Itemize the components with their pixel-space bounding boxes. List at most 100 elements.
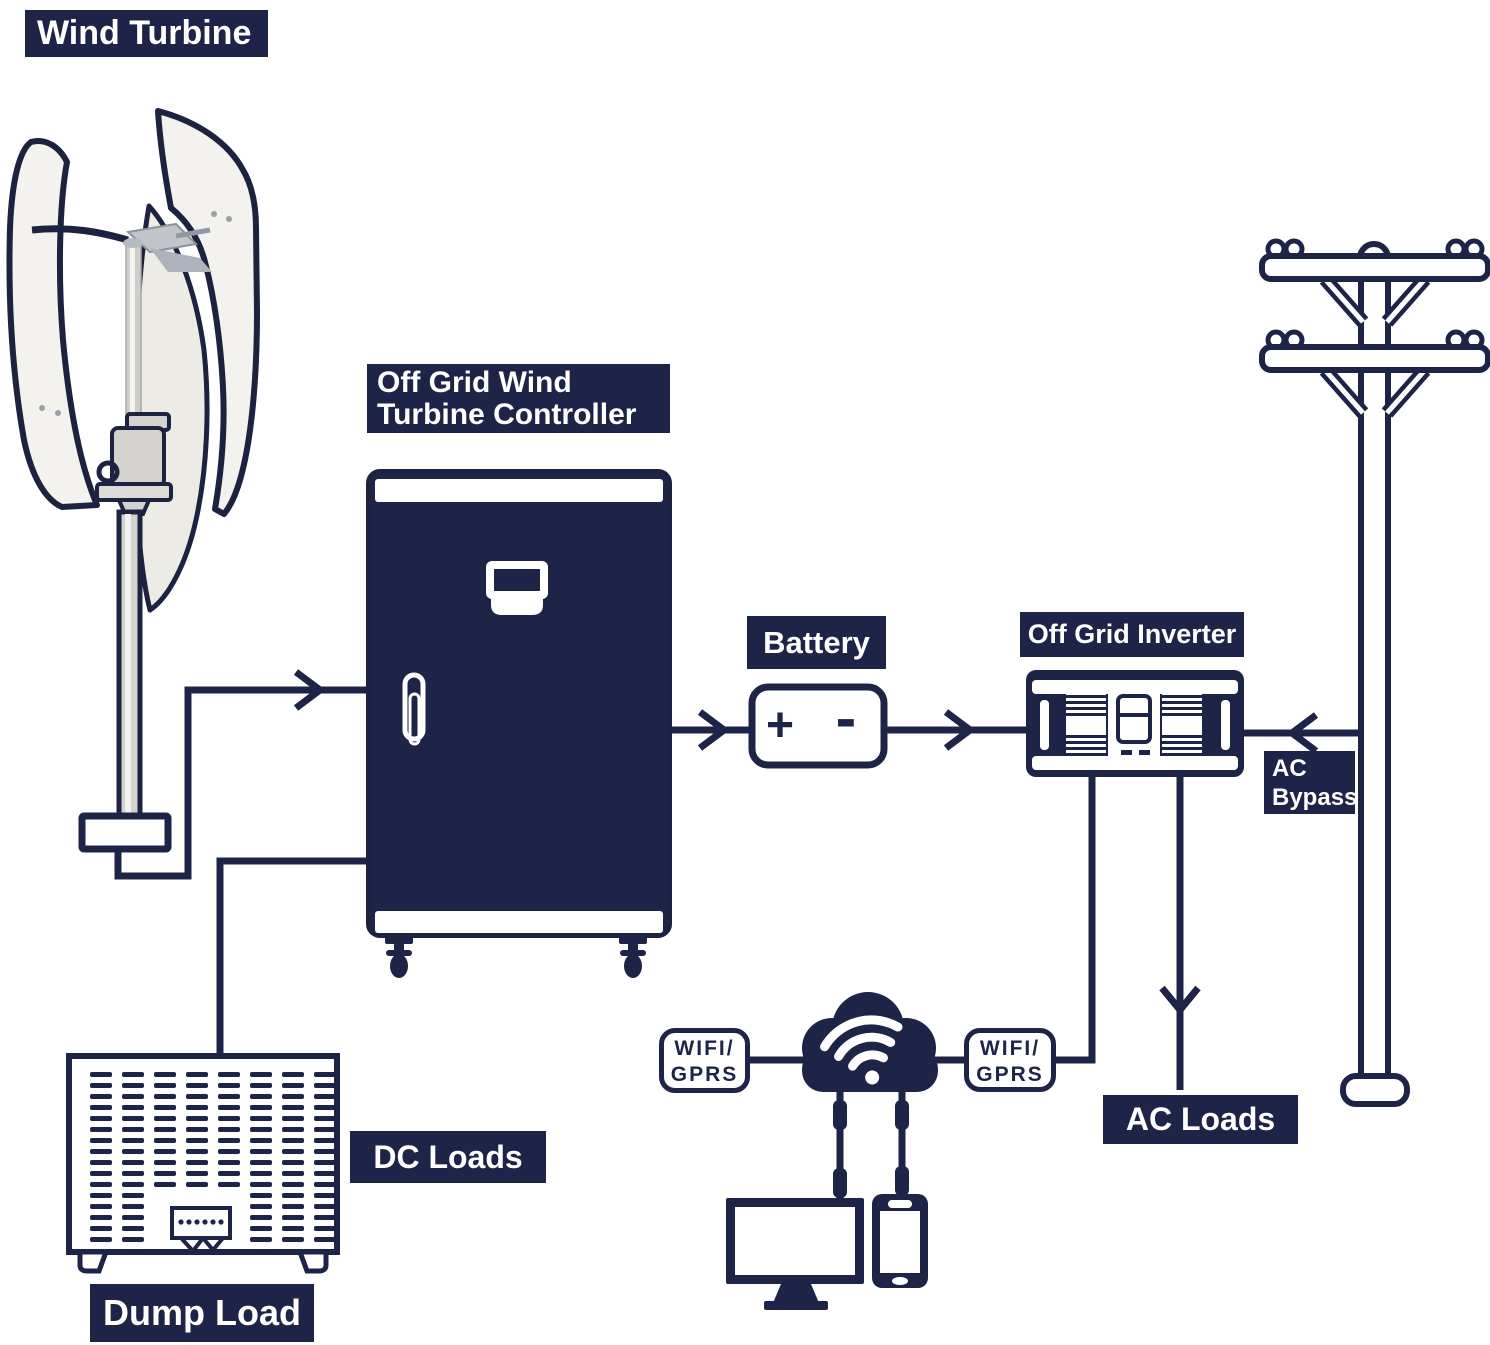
heatsink-stripe [1066,695,1106,698]
heatsink-stripe [1162,753,1202,756]
vent-slat [90,1149,112,1154]
wires [114,669,1361,1200]
turbine-hub-linkage [150,248,212,272]
vent-slat [186,1127,208,1132]
vent-slat [250,1193,272,1198]
vent-slat [154,1127,176,1132]
vent-slat [314,1160,336,1165]
vent-slat [314,1116,336,1121]
arrow-down-icon [1159,985,1201,1016]
generator-body [110,426,166,488]
vent-slat [122,1105,144,1110]
inverter-label: Off Grid Inverter [1020,612,1244,657]
vent-slat [282,1105,304,1110]
vent-slat [122,1072,144,1077]
vent-slat [282,1160,304,1165]
utility-pole-icon [1259,238,1490,1107]
vent-slat [250,1072,272,1077]
vent-slat [282,1149,304,1154]
vent-slat [250,1226,272,1231]
ac-bypass-label-line2: Bypass [1272,784,1358,811]
turbine-shaft-cap [123,238,143,248]
heatsink-stripe [1066,707,1106,710]
vent-slat [122,1182,144,1187]
turbine-support-arm [31,225,129,244]
vent-slat [314,1193,336,1198]
vent-slat [154,1160,176,1165]
vent-slat [218,1094,240,1099]
vent-slat [122,1116,144,1121]
heatsink-stripe [1066,741,1106,744]
dump-load-terminal-pins [178,1219,224,1225]
wifi-left-line2: GPRS [670,1063,739,1086]
vent-slat [250,1083,272,1088]
vent-slat [122,1083,144,1088]
dump-load-wire-hook [201,1236,225,1254]
vent-slat [314,1204,336,1209]
battery-label: Battery [747,616,886,669]
ac-bypass-label: AC Bypass [1264,751,1358,814]
cloud-icon [802,992,938,1092]
wifi-right-line1: WIFI/ [979,1037,1041,1060]
wire-controller-to-dumpload [216,857,366,1055]
monitor-icon [726,1198,864,1310]
vent-slat [314,1072,336,1077]
dump-load-icon [66,1053,340,1274]
inverter-button [1121,750,1132,755]
heatsink-stripe [1066,747,1106,750]
ac-bypass-label-line1: AC [1272,755,1307,782]
vent-slat [90,1160,112,1165]
cable-connector [833,1168,847,1198]
pole-crossarm-bottom [1259,344,1490,373]
wire-turbine-to-controller [114,686,366,880]
vent-slat [186,1116,208,1121]
controller-caster-left [385,936,413,978]
vent-slat [186,1149,208,1154]
vent-slat [314,1215,336,1220]
vent-slat [282,1204,304,1209]
controller-label-line2: Turbine Controller [377,398,637,431]
vent-slat [282,1072,304,1077]
vent-slat [218,1083,240,1088]
cable-connector [833,1100,847,1130]
controller-caster-right [619,936,647,978]
vent-slat [186,1160,208,1165]
vent-slat [218,1171,240,1176]
heatsink-stripe [1066,753,1106,756]
turbine-blade-right [155,108,260,517]
vent-slat [154,1171,176,1176]
dump-load-foot [77,1249,110,1274]
monitor-screen [735,1207,855,1275]
vent-slat [186,1182,208,1187]
vent-slat [250,1138,272,1143]
arrow-right-icon [943,709,976,751]
wire-inverter-to-wifi [1056,777,1096,1064]
dump-load-label: Dump Load [90,1284,314,1342]
vent-slat [122,1226,144,1231]
vent-slat [122,1094,144,1099]
vent-slat [250,1127,272,1132]
vent-slat [282,1171,304,1176]
dump-load-label-text: Dump Load [103,1292,301,1333]
vent-slat [250,1215,272,1220]
vent-slat [218,1138,240,1143]
turbine-hub-rod [175,227,211,239]
vent-slat [282,1116,304,1121]
turbine-base [78,812,172,853]
pole-crossarm-top [1259,253,1490,282]
inverter-label-text: Off Grid Inverter [1027,619,1237,649]
controller-cabinet-icon [366,469,672,978]
wifi-left-line1: WIFI/ [674,1037,735,1060]
vent-slat [90,1138,112,1143]
controller-top-band [375,479,663,502]
vent-slat [314,1138,336,1143]
wifi-gprs-box-left: WIFI/ GPRS [659,1028,750,1093]
wifi-right-line2: GPRS [976,1063,1044,1086]
vent-slat [90,1237,112,1242]
dump-load-wire-hook [179,1236,205,1255]
blade-rivet [39,405,45,411]
ac-loads-label: AC Loads [1103,1095,1298,1144]
vent-slat [186,1138,208,1143]
vent-slat [90,1105,112,1110]
vent-slat [90,1204,112,1209]
